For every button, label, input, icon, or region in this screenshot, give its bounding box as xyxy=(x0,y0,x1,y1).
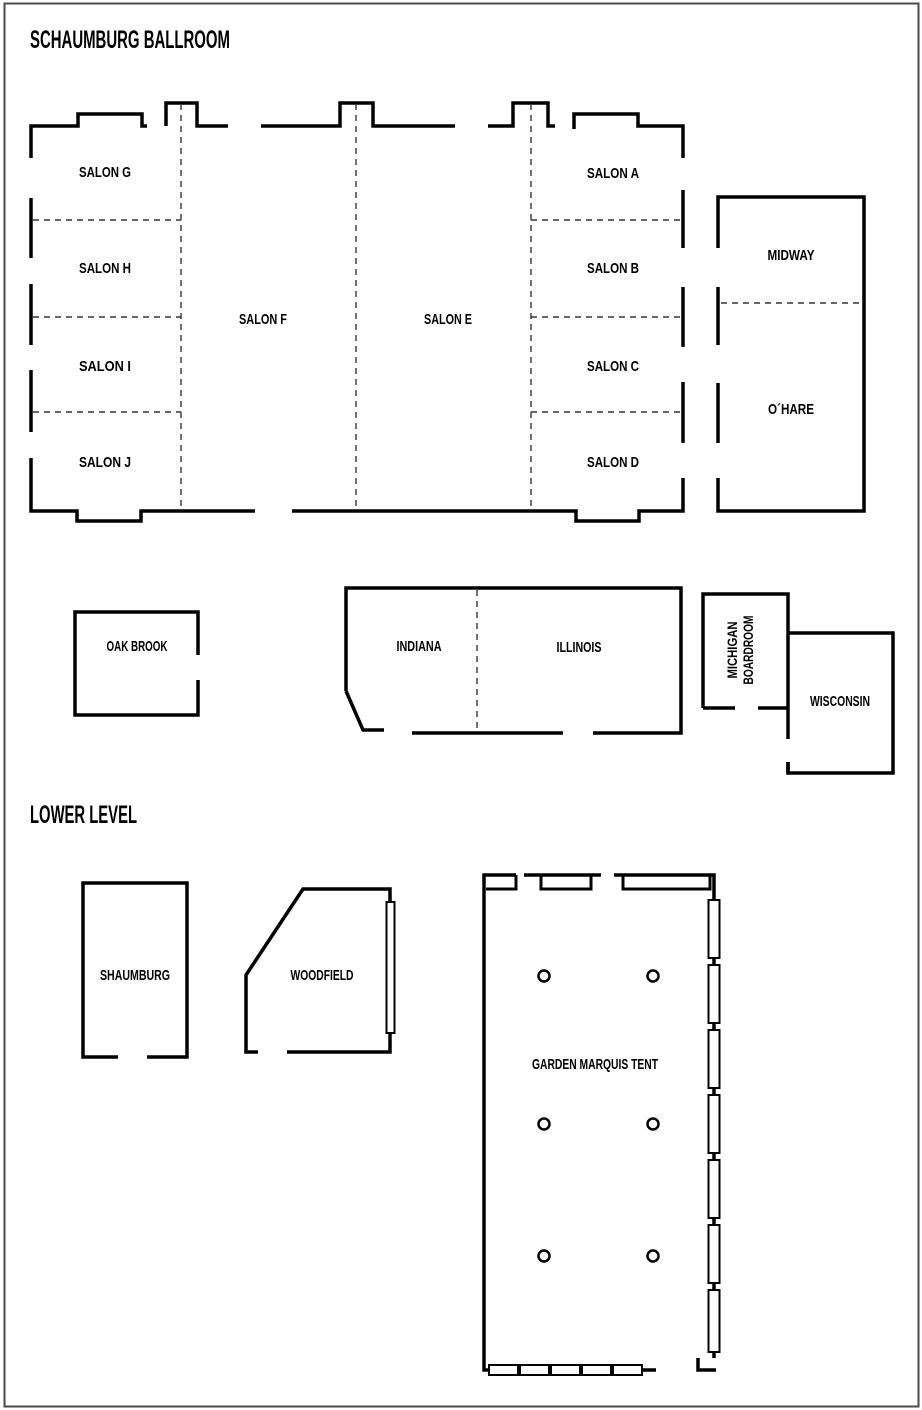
tent-pole xyxy=(646,969,660,983)
tent-panel xyxy=(707,1289,721,1353)
shaumburg-walls xyxy=(81,881,189,1059)
tent-walls xyxy=(482,873,716,1372)
tent-panel xyxy=(581,1364,612,1376)
wisconsin-walls xyxy=(786,631,895,775)
room-label-illinois: ILLINOIS xyxy=(557,639,602,656)
midway-ohare-walls xyxy=(716,195,866,513)
tent-poles xyxy=(537,969,660,1263)
room-label-salon-e: SALON E xyxy=(424,311,472,328)
tent-panel xyxy=(612,1364,643,1376)
tent-entry-vestibules xyxy=(486,875,712,891)
room-label-midway: MIDWAY xyxy=(768,247,815,264)
room-label-salon-d: SALON D xyxy=(587,454,639,471)
tent-pole xyxy=(646,1117,660,1131)
tent-pole xyxy=(537,1117,551,1131)
indiana-illinois-walls xyxy=(344,586,683,735)
page-border xyxy=(3,2,920,1408)
lower-level-title: LOWER LEVEL xyxy=(30,801,137,829)
tent-pole xyxy=(646,1249,660,1263)
woodfield-walls xyxy=(244,887,392,1054)
tent-pole xyxy=(537,969,551,983)
ballroom-dividers xyxy=(33,104,681,509)
room-label-salon-b: SALON B xyxy=(587,260,639,277)
oak-brook-walls xyxy=(73,610,200,717)
tent-panel xyxy=(707,1159,721,1219)
tent-panel xyxy=(707,1029,721,1089)
woodfield-airwall-panel xyxy=(385,901,396,1034)
ballroom-walls xyxy=(29,101,685,523)
room-label-woodfield: WOODFIELD xyxy=(291,967,354,984)
tent-panel xyxy=(488,1364,519,1376)
room-label-garden-marquis-tent: GARDEN MARQUIS TENT xyxy=(532,1056,658,1073)
tent-panel xyxy=(707,964,721,1024)
michigan-boardroom-walls xyxy=(701,592,790,773)
room-label-oak-brook: OAK BROOK xyxy=(107,638,168,655)
tent-pole xyxy=(537,1249,551,1263)
room-label-salon-g: SALON G xyxy=(79,164,131,181)
tent-panel xyxy=(550,1364,581,1376)
room-label-salon-c: SALON C xyxy=(587,358,639,375)
room-label-shaumburg: SHAUMBURG xyxy=(100,967,170,984)
tent-side-panels xyxy=(707,899,721,1353)
room-label-salon-i: SALON I xyxy=(79,358,131,375)
room-label-michigan-line1: MICHIGAN xyxy=(724,622,740,679)
room-label-salon-a: SALON A xyxy=(587,165,639,182)
room-label-ohare: O´HARE xyxy=(768,401,814,418)
room-label-salon-f: SALON F xyxy=(239,311,287,328)
tent-panel xyxy=(707,1094,721,1154)
room-label-wisconsin: WISCONSIN xyxy=(810,693,870,710)
tent-panel xyxy=(519,1364,550,1376)
room-label-salon-j: SALON J xyxy=(79,454,131,471)
tent-bottom-panels xyxy=(488,1364,643,1376)
tent-panel xyxy=(707,1224,721,1284)
page-title: SCHAUMBURG BALLROOM xyxy=(30,26,230,54)
room-label-salon-h: SALON H xyxy=(79,260,131,277)
room-label-michigan-line2: BOARDROOM xyxy=(740,616,756,685)
room-label-indiana: INDIANA xyxy=(397,638,442,655)
tent-panel xyxy=(707,899,721,959)
